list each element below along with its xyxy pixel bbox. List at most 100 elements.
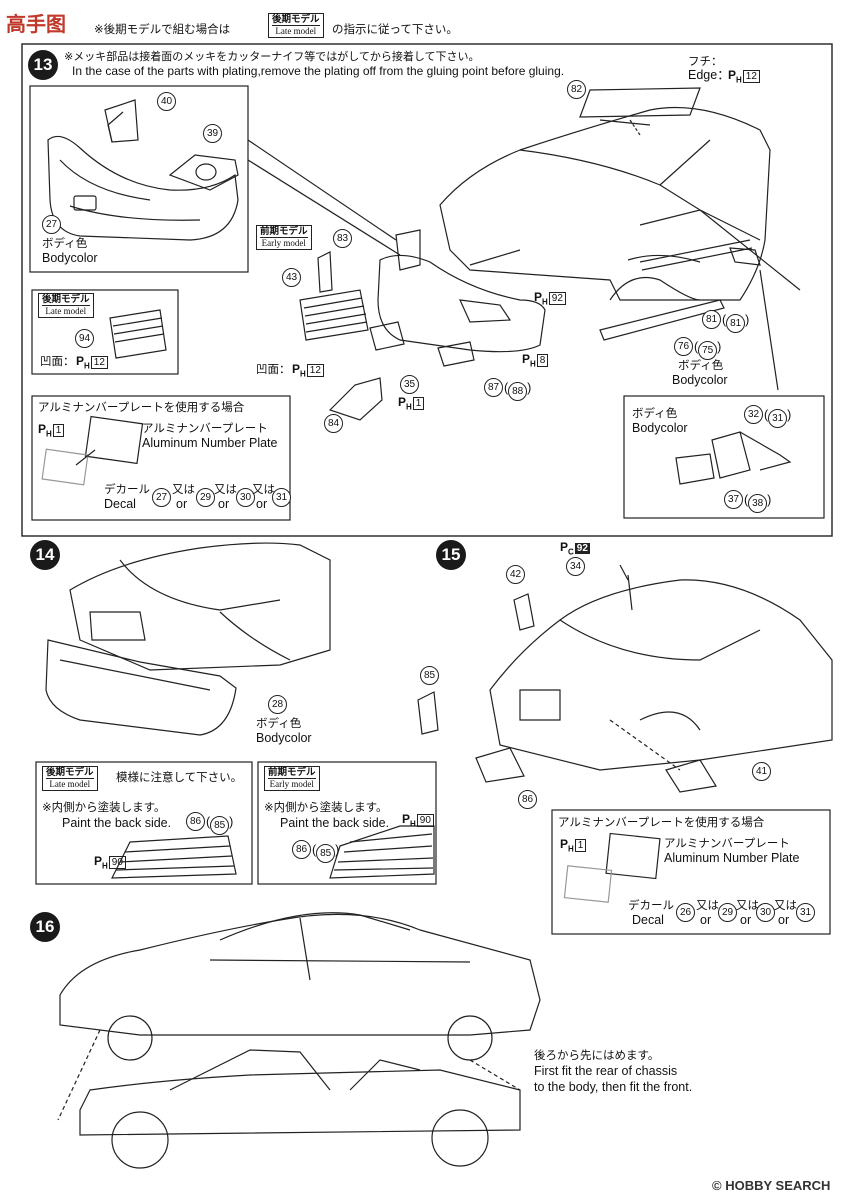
edge-label-jp: フチ： xyxy=(688,54,723,68)
part-75: 75 xyxy=(698,341,718,360)
decal-part-27: 27 xyxy=(152,488,171,507)
header-late-model-pill: 後期モデル Late model xyxy=(268,13,324,38)
part-81-alt: 81 xyxy=(726,314,746,333)
or-jp-15c: 又は xyxy=(774,898,797,912)
paint-ref-90-late-num: 90 xyxy=(108,856,126,869)
or-jp-13a: 又は xyxy=(172,482,195,496)
early-model-pill-13: 前期モデル Early model xyxy=(256,225,312,250)
bodycolor-jp-32: ボディ色 xyxy=(632,406,678,420)
step-16-badge: 16 xyxy=(30,912,60,942)
part-83: 83 xyxy=(333,229,352,248)
part-81-paren: (81) xyxy=(722,312,749,333)
bodycolor-en-28: Bodycolor xyxy=(256,731,312,745)
decal-part-31: 31 xyxy=(272,488,291,507)
alu-plate-jp-15: アルミナンバープレート xyxy=(664,836,790,850)
part-28: 28 xyxy=(268,695,287,714)
bodycolor-en-27: Bodycolor xyxy=(42,251,98,265)
part-85: 85 xyxy=(420,666,439,685)
part-86-late: 86 xyxy=(186,812,205,831)
step-14-badge: 14 xyxy=(30,540,60,570)
part-85-early: 85 xyxy=(316,844,336,863)
part-40: 40 xyxy=(157,92,176,111)
paint-note-jp-early: ※内側から塗装します。 xyxy=(264,800,388,814)
step-15-badge: 15 xyxy=(436,540,466,570)
bodycolor-en-32: Bodycolor xyxy=(632,421,688,435)
fit-note-en2: to the body, then fit the front. xyxy=(534,1080,693,1094)
decal-part-30-15: 30 xyxy=(756,903,775,922)
part-88-paren: (88) xyxy=(504,380,531,401)
decal-en-13: Decal xyxy=(104,497,136,511)
or-en-15a: or xyxy=(700,913,712,927)
footer-copyright: © xyxy=(712,1178,722,1193)
early-pill-jp: 前期モデル xyxy=(260,226,308,237)
edge-ref-num: 12 xyxy=(742,70,760,83)
decal-part-29: 29 xyxy=(196,488,215,507)
early-model-pill-14: 前期モデル Early model xyxy=(264,766,320,791)
bodycolor-jp-76: ボディ色 xyxy=(678,358,724,372)
decal-part-31-15: 31 xyxy=(796,903,815,922)
alu-title-13: アルミナンバープレートを使用する場合 xyxy=(38,400,245,414)
paint-note-en-early: Paint the back side. xyxy=(280,816,390,830)
part-37: 37 xyxy=(724,490,743,509)
decal-part-26: 26 xyxy=(676,903,695,922)
concave-ref-early-num: 12 xyxy=(306,364,324,377)
decal-part-30: 30 xyxy=(236,488,255,507)
paint-ref-pc-92-num: 92 xyxy=(574,543,590,554)
step13-note-jp: ※メッキ部品は接着面のメッキをカッターナイフ等ではがしてから接着して下さい。 xyxy=(64,50,480,63)
late-model-pill-13: 後期モデル Late model xyxy=(38,293,94,318)
part-75-paren: (75) xyxy=(694,339,721,360)
part-76: 76 xyxy=(674,337,693,356)
concave-label-late: 凹面： xyxy=(40,354,75,368)
part-42: 42 xyxy=(506,565,525,584)
part-87: 87 xyxy=(484,378,503,397)
or-jp-13b: 又は xyxy=(214,482,237,496)
late-pill-en: Late model xyxy=(42,305,90,316)
header-suffix: の指示に従って下さい。 xyxy=(332,22,458,36)
part-39: 39 xyxy=(203,124,222,143)
part-88: 88 xyxy=(508,382,528,401)
bodycolor-en-76: Bodycolor xyxy=(672,373,728,387)
early-pill-14-en: Early model xyxy=(268,778,316,789)
paint-ref-8-num: 8 xyxy=(536,354,549,367)
decal-part-29-15: 29 xyxy=(718,903,737,922)
paint-ref-92-num: 92 xyxy=(548,292,566,305)
concave-label-early: 凹面： xyxy=(256,362,291,376)
or-en-15b: or xyxy=(740,913,752,927)
alu-ref-15-num: 1 xyxy=(574,839,587,852)
alu-plate-jp-13: アルミナンバープレート xyxy=(142,421,268,435)
late-pill-jp: 後期モデル xyxy=(42,294,90,305)
part-31: 31 xyxy=(768,409,788,428)
or-en-13b: or xyxy=(218,497,230,511)
part-38-paren: (38) xyxy=(744,492,771,513)
early-pill-en: Early model xyxy=(260,237,308,248)
decal-jp-15: デカール xyxy=(628,898,674,912)
part-86-early: 86 xyxy=(292,840,311,859)
or-jp-13c: 又は xyxy=(252,482,275,496)
part-86: 86 xyxy=(518,790,537,809)
concave-ref-late-num: 12 xyxy=(90,356,108,369)
part-32: 32 xyxy=(744,405,763,424)
paint-ref-90-early-num: 90 xyxy=(416,814,434,827)
bodycolor-jp-27: ボディ色 xyxy=(42,236,88,250)
part-41: 41 xyxy=(752,762,771,781)
alu-plate-en-13: Aluminum Number Plate xyxy=(142,436,278,450)
part-34: 34 xyxy=(566,557,585,576)
late-pattern-note: 模様に注意して下さい。 xyxy=(116,770,243,784)
corner-watermark: 高手图 xyxy=(6,14,66,36)
part-81: 81 xyxy=(702,310,721,329)
alu-ref-13-num: 1 xyxy=(52,424,65,437)
fit-note-en1: First fit the rear of chassis xyxy=(534,1064,678,1078)
late-pill-14-en: Late model xyxy=(46,778,94,789)
header-pill-jp: 後期モデル xyxy=(272,14,320,25)
part-84: 84 xyxy=(324,414,343,433)
part-35: 35 xyxy=(400,375,419,394)
part-38: 38 xyxy=(748,494,768,513)
paint-note-en-late: Paint the back side. xyxy=(62,816,172,830)
part-43: 43 xyxy=(282,268,301,287)
